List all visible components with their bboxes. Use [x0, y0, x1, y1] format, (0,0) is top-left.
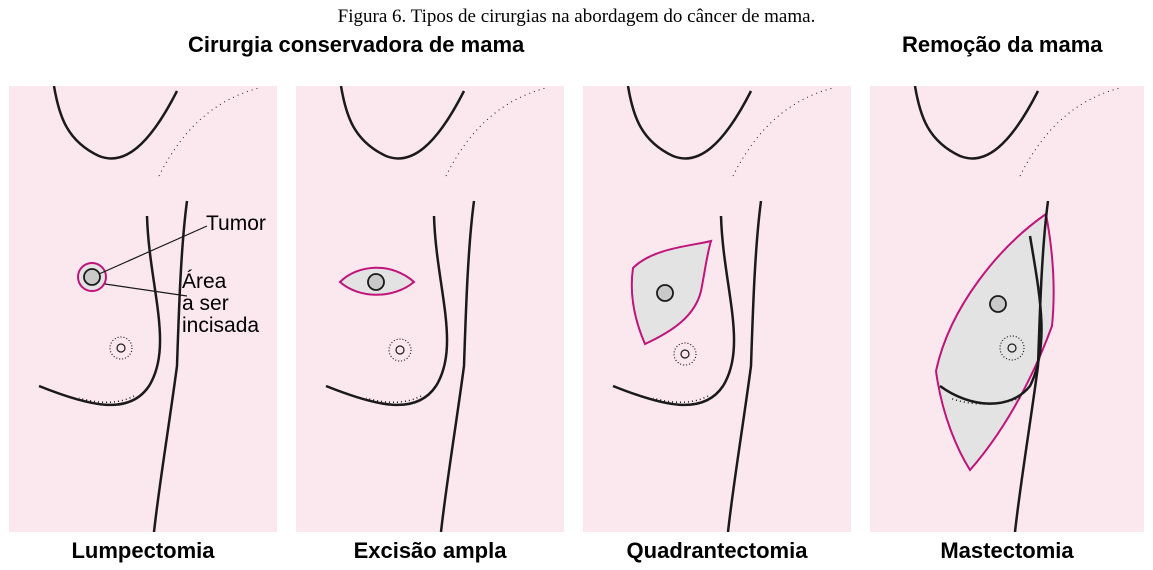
tumor — [368, 274, 384, 290]
tumor — [84, 269, 100, 285]
annotation-area-to-incise: Área a ser incisada — [182, 271, 259, 337]
annotation-area-line3: incisada — [182, 315, 259, 337]
panel-quadrantectomia — [583, 86, 851, 532]
tumor — [657, 285, 673, 301]
group-title-breast-removal: Remoção da mama — [902, 32, 1103, 58]
label-excisao-ampla: Excisão ampla — [296, 538, 564, 564]
skin-background — [583, 86, 851, 532]
annotation-area-line1: Área — [182, 271, 259, 293]
mastectomia-illustration — [870, 86, 1144, 532]
figure-caption: Figura 6. Tipos de cirurgias na abordage… — [0, 6, 1153, 28]
label-lumpectomia: Lumpectomia — [9, 538, 277, 564]
group-title-conservative-surgery: Cirurgia conservadora de mama — [188, 32, 524, 58]
panel-mastectomia — [870, 86, 1144, 532]
excisao-ampla-illustration — [296, 86, 564, 532]
tumor — [990, 296, 1006, 312]
label-quadrantectomia: Quadrantectomia — [583, 538, 851, 564]
skin-background — [296, 86, 564, 532]
annotation-area-line2: a ser — [182, 293, 259, 315]
panel-excisao-ampla — [296, 86, 564, 532]
label-mastectomia: Mastectomia — [870, 538, 1144, 564]
quadrantectomia-illustration — [583, 86, 851, 532]
annotation-tumor: Tumor — [206, 213, 266, 235]
